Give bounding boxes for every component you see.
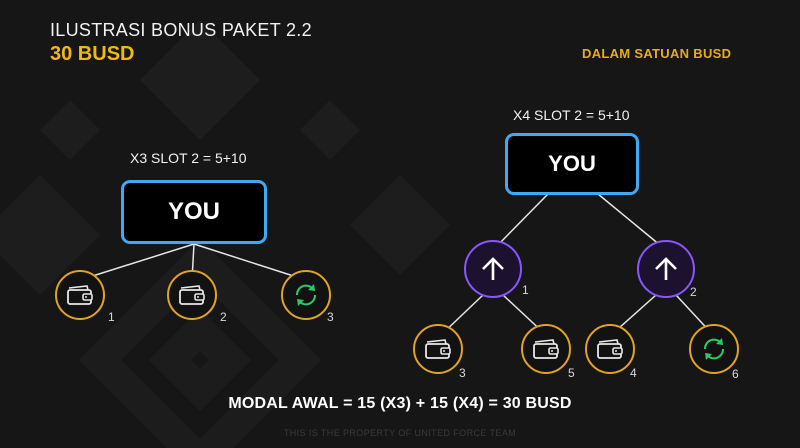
x3-child-node-1	[55, 270, 105, 320]
wallet-icon	[179, 285, 205, 305]
connector-line	[193, 243, 307, 281]
x4-level2-node-4	[585, 324, 635, 374]
x4-level1-node-1	[464, 240, 522, 298]
x4-level2-number-6: 6	[732, 367, 739, 381]
x4-you-label: YOU	[548, 151, 596, 176]
x3-you-box: YOU	[121, 180, 267, 244]
x4-level2-number-4: 4	[630, 366, 637, 380]
unit-note: DALAM SATUAN BUSD	[582, 46, 732, 61]
x4-level2-node-3	[413, 324, 463, 374]
wallet-icon	[533, 339, 559, 359]
x3-slot-label: X3 SLOT 2 = 5+10	[130, 150, 247, 166]
package-amount: 30 BUSD	[50, 43, 135, 65]
x4-level2-number-3: 3	[459, 366, 466, 380]
x3-you-label: YOU	[167, 198, 220, 225]
x4-level2-node-6	[689, 324, 739, 374]
x3-child-number-1: 1	[108, 310, 115, 324]
page-title: ILUSTRASI BONUS PAKET 2.2	[50, 20, 312, 40]
arrow-up-icon	[655, 257, 677, 280]
connector-line	[597, 193, 667, 251]
recycle-icon	[703, 338, 725, 360]
x4-level1-number-2: 2	[690, 285, 697, 299]
x4-level1-number-1: 1	[522, 283, 529, 297]
initial-capital-formula: MODAL AWAL = 15 (X3) + 15 (X4) = 30 BUSD	[228, 395, 572, 412]
x3-child-node-3	[281, 270, 331, 320]
wallet-icon	[67, 285, 93, 305]
x4-level1-node-2	[637, 240, 695, 298]
x4-slot-label: X4 SLOT 2 = 5+10	[513, 107, 630, 123]
connector-line	[79, 243, 195, 281]
arrow-up-icon	[482, 257, 504, 280]
x3-child-number-3: 3	[327, 310, 334, 324]
x3-child-node-2	[167, 270, 217, 320]
x4-you-box: YOU	[505, 133, 639, 195]
wallet-icon	[425, 339, 451, 359]
recycle-icon	[295, 284, 317, 306]
x4-level2-node-5	[521, 324, 571, 374]
x4-level2-number-5: 5	[568, 366, 575, 380]
wallet-icon	[597, 339, 623, 359]
property-credit: THIS IS THE PROPERTY OF UNITED FORCE TEA…	[283, 428, 517, 438]
x3-child-number-2: 2	[220, 310, 227, 324]
